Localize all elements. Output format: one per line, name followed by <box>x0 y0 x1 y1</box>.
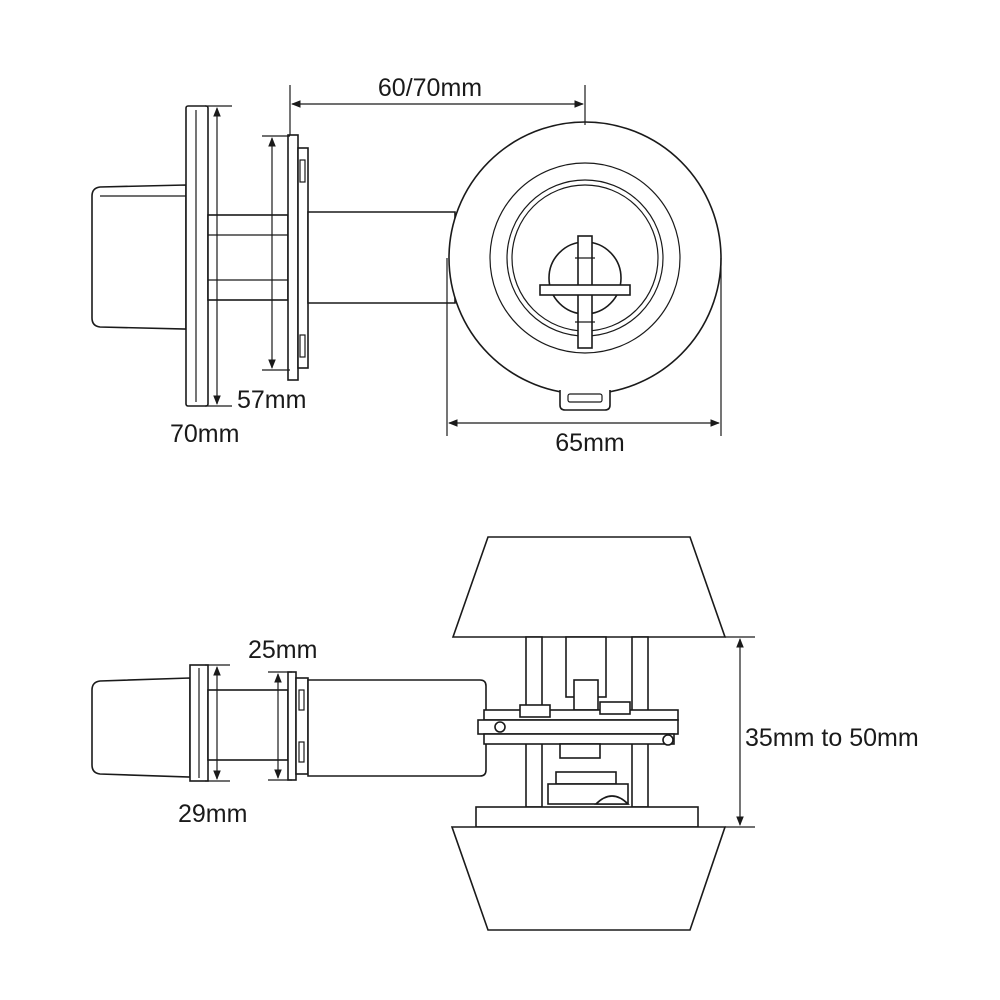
rose-outer-label: 70mm <box>170 420 239 448</box>
latch-mechanism <box>477 701 679 759</box>
side-view-dimensions <box>205 636 755 828</box>
spindle-outer-label: 29mm <box>178 800 247 828</box>
outer-knob <box>451 536 727 638</box>
cylinder-rose-inner <box>489 162 681 354</box>
bolt-bar <box>307 679 487 777</box>
spindle-inner-label: 25mm <box>248 636 317 664</box>
door-thickness-label: 35mm to 50mm <box>745 724 919 752</box>
outer-plate <box>185 105 209 407</box>
bolt-housing <box>207 214 289 301</box>
bolt-body <box>207 689 289 761</box>
top-view-drawing <box>91 105 722 411</box>
top-view-dimensions <box>205 85 722 436</box>
backset-label: 60/70mm <box>378 74 482 102</box>
inner-knob <box>450 826 727 931</box>
bolt-head <box>91 677 191 778</box>
cylinder-diameter-label: 65mm <box>555 429 624 457</box>
latch-tab <box>559 390 611 411</box>
thumb-turn-knob <box>91 184 187 330</box>
side-view-drawing <box>91 536 727 931</box>
key-turn-icon <box>539 235 631 349</box>
bolt-rod <box>307 211 456 304</box>
inner-plate <box>287 134 299 381</box>
rose-inner-label: 57mm <box>237 386 306 414</box>
